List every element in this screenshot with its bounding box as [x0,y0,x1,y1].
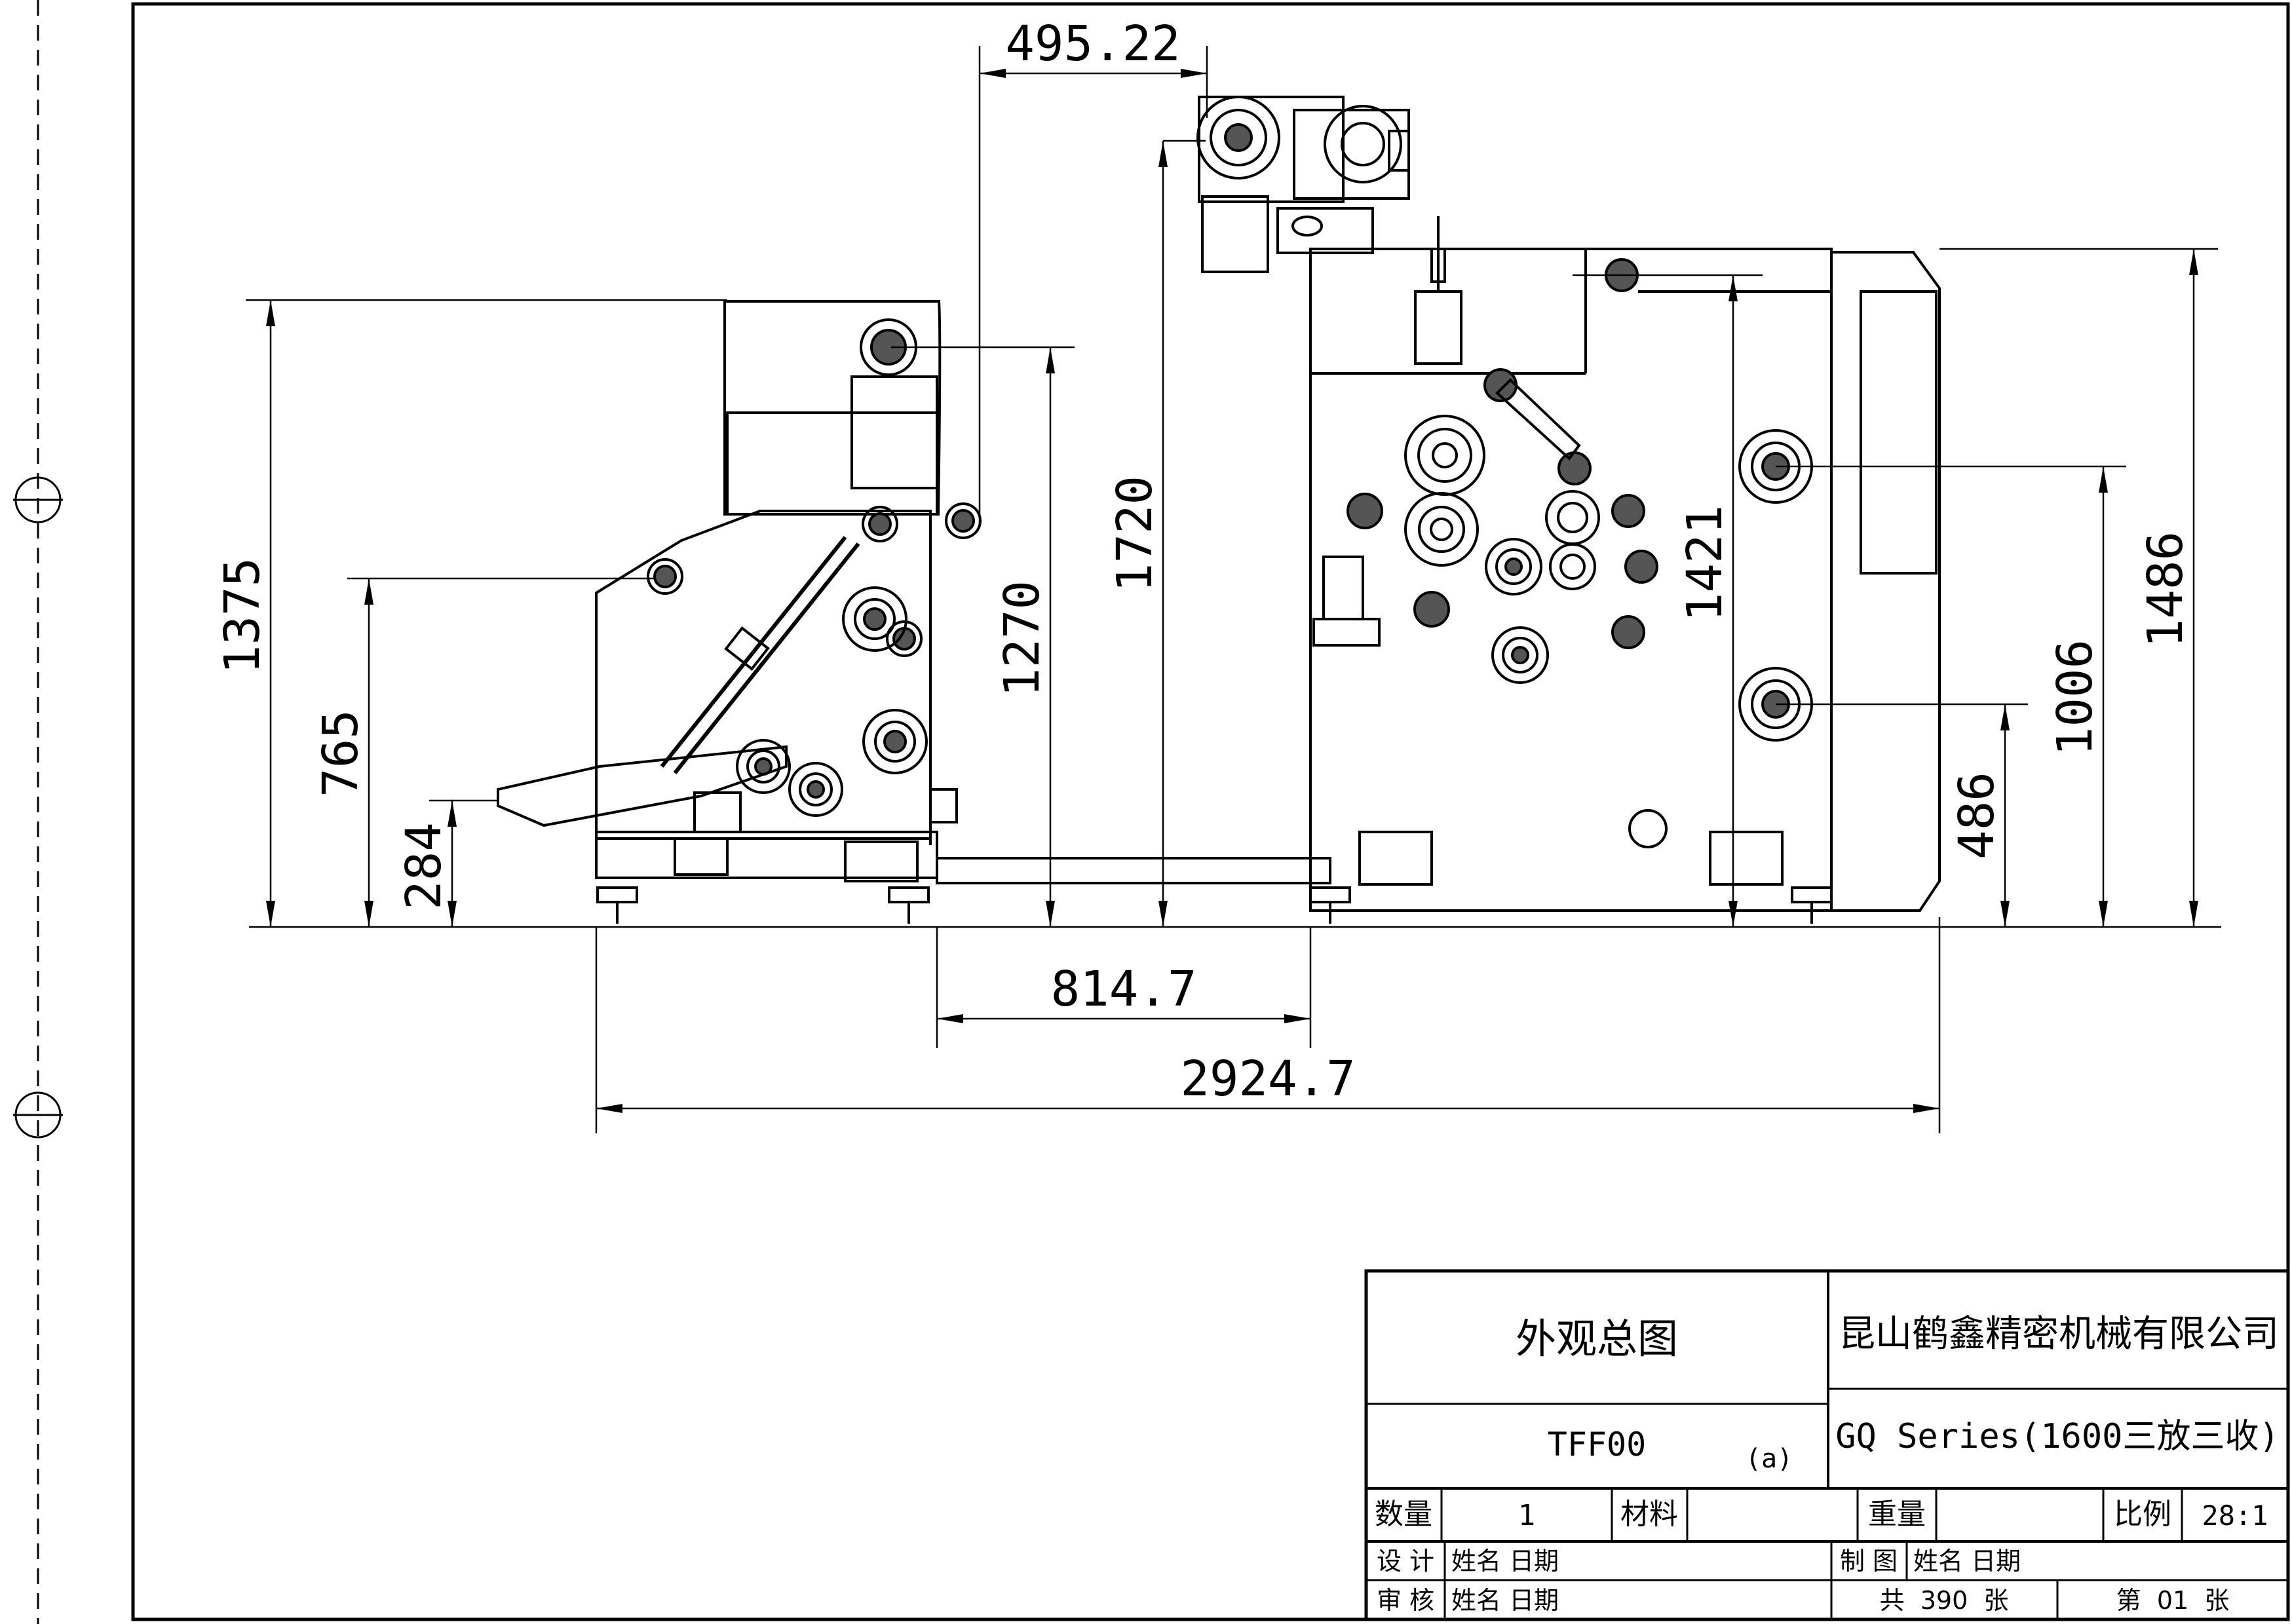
dim-1006: 1006 [2047,639,2103,756]
review-label: 审 核 [1377,1586,1434,1615]
title-block [1364,1269,2290,1621]
weight-label: 重量 [1868,1498,1926,1531]
machine-left-unit [497,300,982,924]
machine-right-unit [1196,96,1941,924]
dim-1375: 1375 [214,557,271,674]
model-name: GQ Series(1600三放三收) [1835,1417,2280,1456]
base-rail [936,857,1331,884]
dim-1270: 1270 [994,580,1050,697]
material-label: 材料 [1620,1498,1678,1531]
dim-1421: 1421 [1677,505,1733,622]
drawing-frame [131,2,2290,1621]
title-block-text: 外观总图 昆山鹤鑫精密机械有限公司 TFF00 (a) GQ Series(16… [1375,1313,2280,1615]
scale-value: 28:1 [2202,1500,2268,1532]
design-label: 设 计 [1377,1547,1434,1576]
dim-765: 765 [313,709,369,797]
dim-1720: 1720 [1107,476,1163,592]
design-value: 姓名 日期 [1451,1547,1559,1576]
total-sheets: 共 390 张 [1880,1586,2009,1615]
qty-label: 数量 [1375,1498,1432,1531]
drafting-label: 制 图 [1840,1547,1898,1576]
drafting-value: 姓名 日期 [1913,1547,2021,1576]
dimension-lines [246,46,2221,1133]
scale-label: 比例 [2114,1498,2171,1531]
binding-margin [13,0,63,1624]
company-name: 昆山鹤鑫精密机械有限公司 [1839,1313,2279,1355]
revision-mark: (a) [1746,1444,1793,1474]
dim-486: 486 [1949,772,2005,859]
dim-1486: 1486 [2137,531,2194,648]
dimension-labels: 495.22 1375 765 284 1270 1720 1421 1006 … [214,16,2194,1107]
qty-value: 1 [1518,1499,1536,1532]
dim-284: 284 [396,822,452,910]
drawing-name: 外观总图 [1516,1315,1678,1363]
dim-2924-7: 2924.7 [1180,1051,1355,1107]
sheet-number: 第 01 张 [2116,1586,2230,1615]
dim-814-7: 814.7 [1051,961,1197,1017]
drawing-number: TFF00 [1548,1426,1647,1463]
review-value: 姓名 日期 [1451,1586,1559,1615]
dim-495-22: 495.22 [1005,16,1180,72]
